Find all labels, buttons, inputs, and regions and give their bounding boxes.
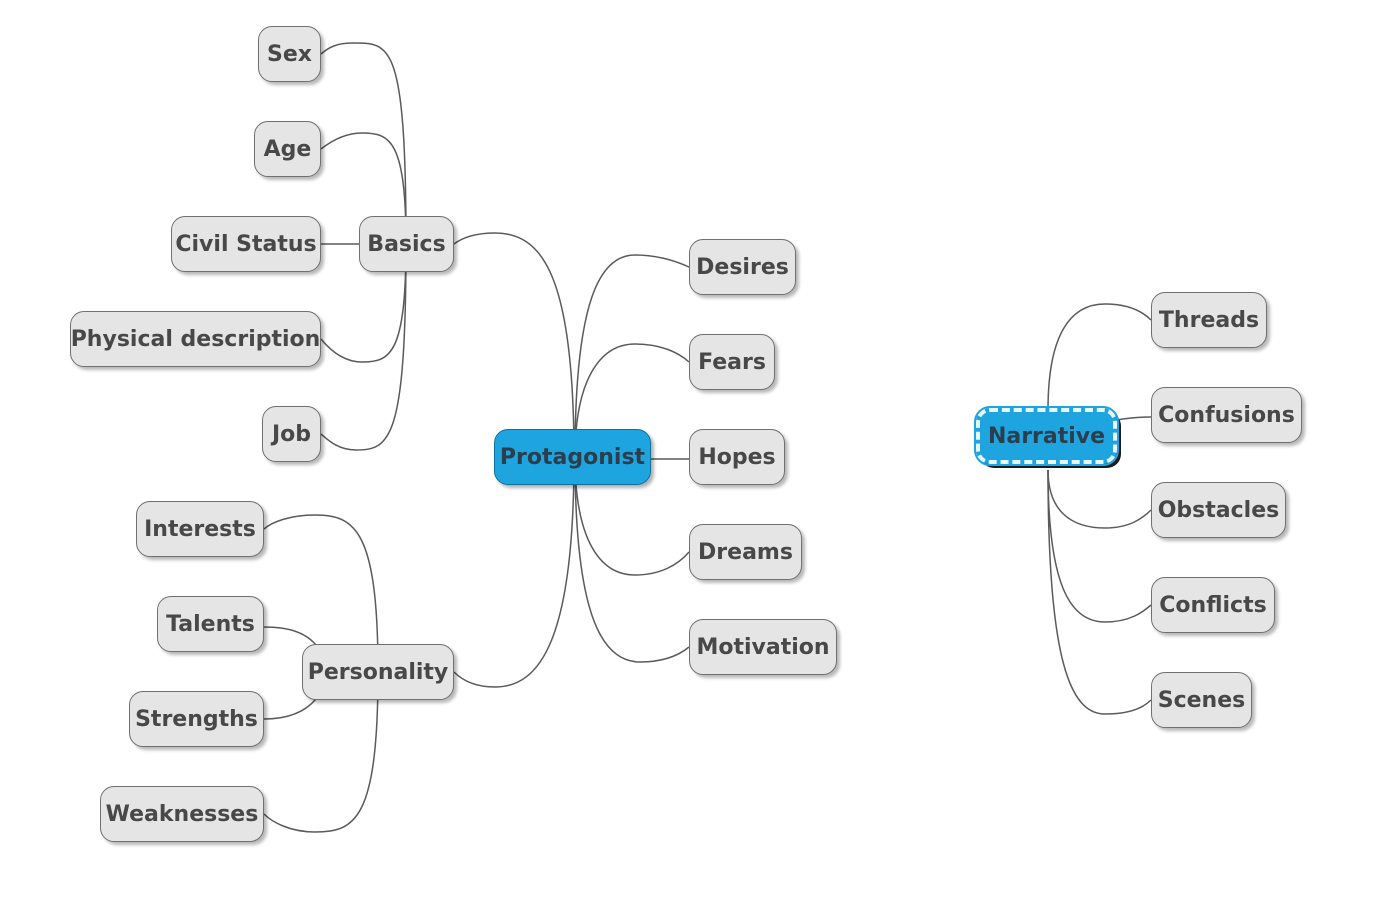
topic-age[interactable]: Age — [254, 121, 321, 177]
connector-narrative-scenes — [1047, 469, 1152, 715]
connector-narrative-confusions — [1116, 416, 1152, 421]
connector-basics-age — [320, 132, 407, 245]
topic-conflicts[interactable]: Conflicts — [1151, 577, 1275, 633]
topic-threads[interactable]: Threads — [1151, 292, 1267, 348]
connector-basics-physical — [320, 243, 407, 363]
topic-scenes[interactable]: Scenes — [1151, 672, 1252, 728]
topic-personality[interactable]: Personality — [302, 644, 454, 700]
topic-obstacles[interactable]: Obstacles — [1151, 482, 1286, 538]
connector-narrative-obstacles — [1047, 469, 1152, 529]
topic-talents[interactable]: Talents — [157, 596, 264, 652]
topic-motivation[interactable]: Motivation — [689, 619, 837, 675]
topic-civil-status[interactable]: Civil Status — [171, 216, 321, 272]
topic-fears[interactable]: Fears — [689, 334, 775, 390]
connector-personality-talents — [263, 626, 317, 646]
connector-narrative-threads — [1047, 303, 1152, 411]
topic-desires[interactable]: Desires — [689, 239, 796, 295]
topic-physical-description[interactable]: Physical description — [70, 311, 321, 367]
topic-sex[interactable]: Sex — [258, 26, 321, 82]
connector-personality-strengths — [263, 698, 317, 720]
topic-dreams[interactable]: Dreams — [689, 524, 802, 580]
connector-protagonist-dreams — [574, 456, 690, 576]
topic-job[interactable]: Job — [262, 406, 321, 462]
connector-personality-weaknesses — [263, 671, 379, 833]
topic-interests[interactable]: Interests — [136, 501, 264, 557]
connector-protagonist-fears — [574, 343, 690, 458]
connector-protagonist-basics — [453, 232, 575, 458]
topic-strengths[interactable]: Strengths — [129, 691, 264, 747]
topic-weaknesses[interactable]: Weaknesses — [100, 786, 264, 842]
connector-protagonist-personality — [453, 456, 575, 688]
connector-personality-interests — [263, 514, 379, 673]
connector-basics-job — [320, 243, 407, 451]
central-topic-narrative[interactable]: Narrative — [974, 406, 1119, 466]
topic-hopes[interactable]: Hopes — [689, 429, 785, 485]
topic-confusions[interactable]: Confusions — [1151, 387, 1302, 443]
connector-protagonist-motivation — [574, 456, 690, 663]
connector-basics-sex — [320, 42, 407, 245]
topic-basics[interactable]: Basics — [359, 216, 454, 272]
connector-narrative-conflicts — [1047, 469, 1152, 623]
connector-protagonist-desires — [574, 254, 690, 458]
central-topic-protagonist[interactable]: Protagonist — [494, 429, 651, 485]
